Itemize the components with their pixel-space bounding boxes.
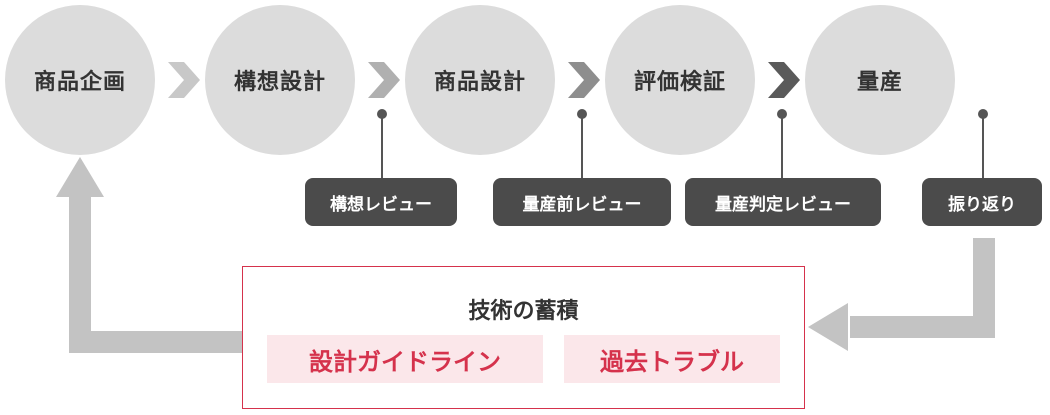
chevron-3 [568, 62, 600, 98]
stage-mass-production: 量産 [805, 5, 955, 155]
stage-concept-design: 構想設計 [205, 5, 355, 155]
return-arrow-head-right [808, 303, 848, 351]
review-concept: 構想レビュー [305, 178, 457, 226]
chevron-1 [168, 62, 200, 98]
review-pre-production: 量産前レビュー [493, 178, 671, 226]
review-pin-3 [777, 109, 787, 119]
return-arrow-head-left [56, 157, 104, 197]
review-pin-4 [978, 109, 988, 119]
stage-product-planning: 商品企画 [5, 5, 155, 155]
stage-product-design: 商品設計 [405, 5, 555, 155]
return-arrow-line-left [69, 195, 242, 353]
review-pin-2 [577, 109, 587, 119]
knowledge-item-design-guidelines: 設計ガイドライン [267, 335, 543, 383]
chevron-4 [768, 62, 800, 98]
review-pin-1 [377, 109, 387, 119]
review-production-decision: 量産判定レビュー [685, 178, 881, 226]
stage-evaluation: 評価検証 [605, 5, 755, 155]
knowledge-box: 技術の蓄積 設計ガイドライン 過去トラブル [242, 266, 805, 409]
knowledge-title: 技術の蓄積 [468, 299, 579, 324]
return-arrow-line-right [850, 238, 995, 338]
chevron-2 [368, 62, 400, 98]
knowledge-item-past-troubles: 過去トラブル [564, 335, 780, 383]
review-retrospective: 振り返り [922, 178, 1042, 226]
